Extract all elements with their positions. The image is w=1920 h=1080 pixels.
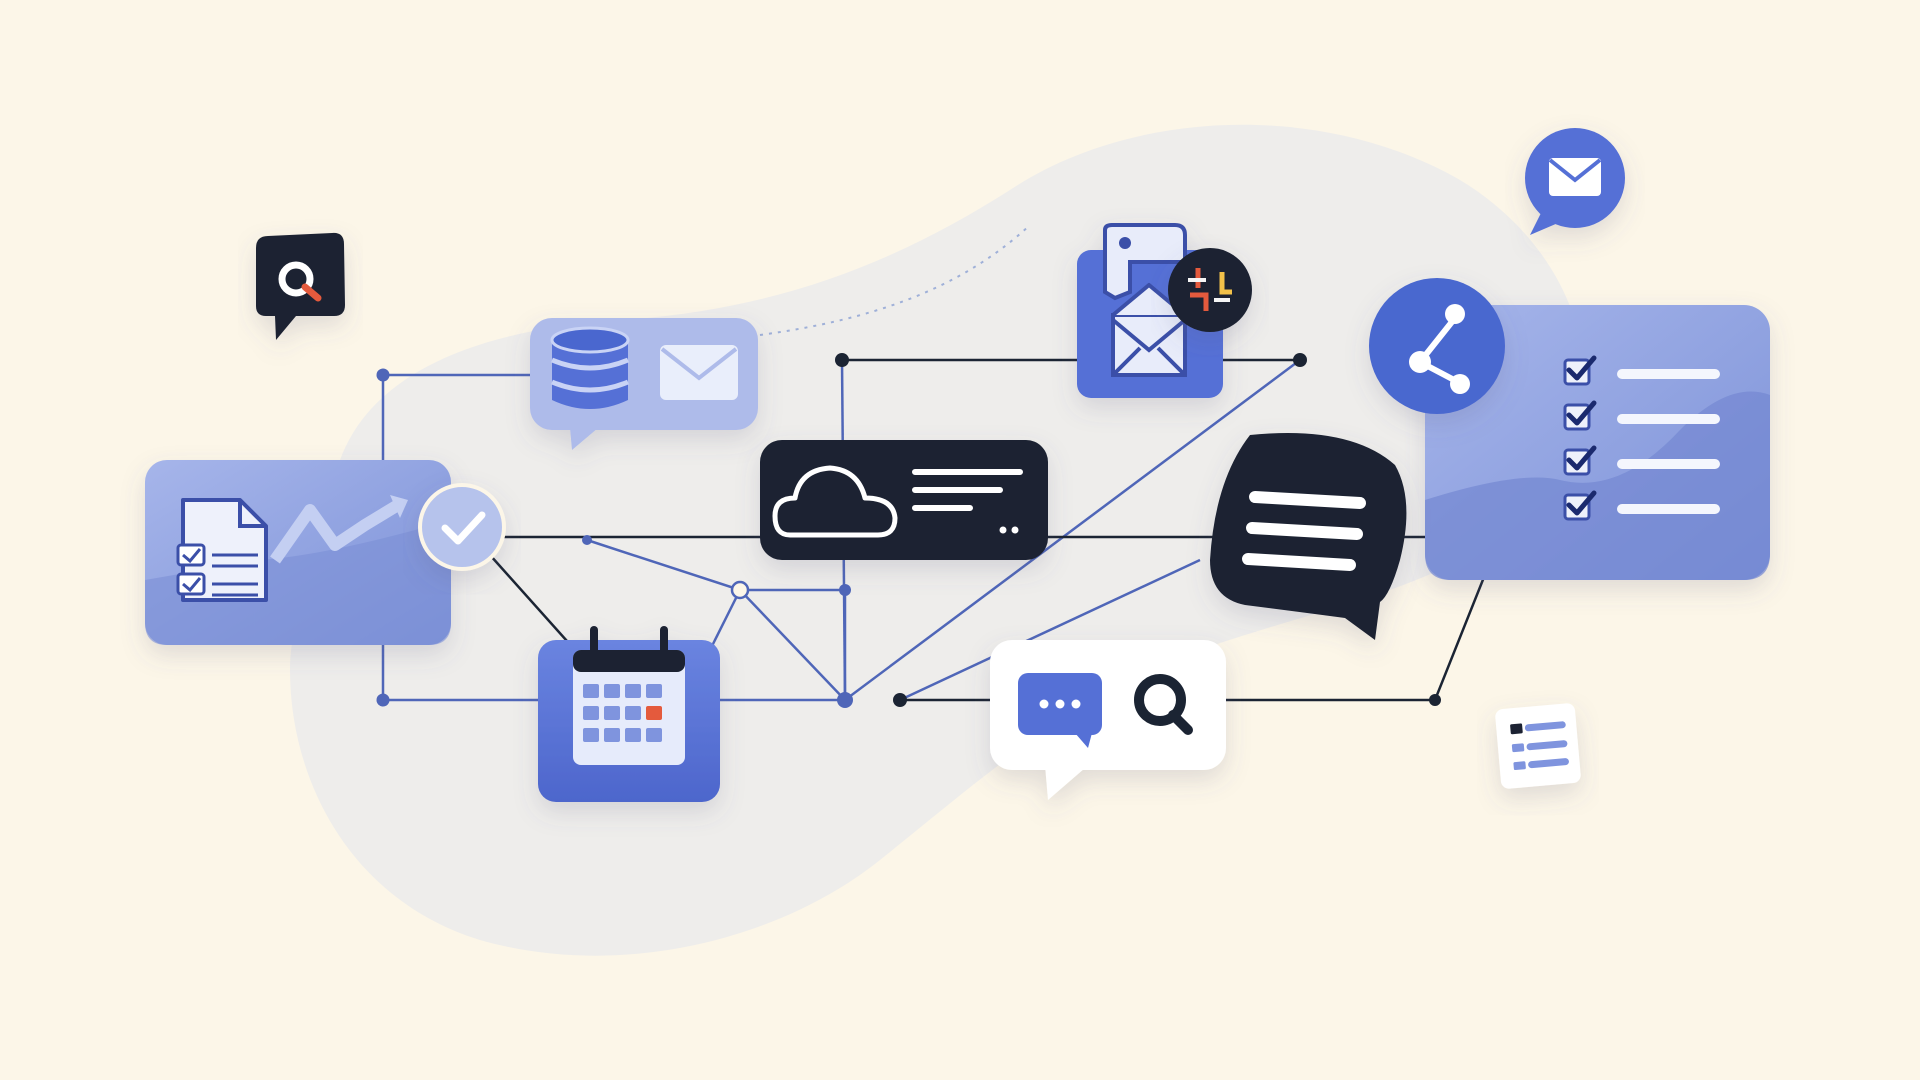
list-card-icon bbox=[1495, 703, 1581, 789]
typing-search-card bbox=[990, 640, 1226, 800]
cloud-card bbox=[760, 440, 1048, 560]
chat-lines-icon bbox=[1210, 433, 1407, 640]
connector-nodes bbox=[376, 353, 1507, 708]
typing-bubble-icon bbox=[1018, 673, 1102, 748]
document-icon bbox=[176, 498, 268, 602]
calendar-icon bbox=[538, 626, 720, 802]
database-icon bbox=[550, 326, 630, 409]
trend-arrow-icon bbox=[270, 495, 408, 564]
dotted-connector bbox=[759, 224, 1031, 336]
cloud-icon bbox=[772, 465, 1023, 538]
search-chat-icon bbox=[256, 232, 345, 340]
check-icon bbox=[418, 483, 506, 571]
share-icon bbox=[1369, 278, 1505, 414]
mail-bubble-icon bbox=[1525, 128, 1625, 235]
plugin-icon bbox=[1168, 248, 1252, 332]
checklist-icon bbox=[1563, 355, 1720, 521]
search-icon bbox=[1134, 674, 1193, 735]
mail-icon bbox=[660, 345, 738, 400]
